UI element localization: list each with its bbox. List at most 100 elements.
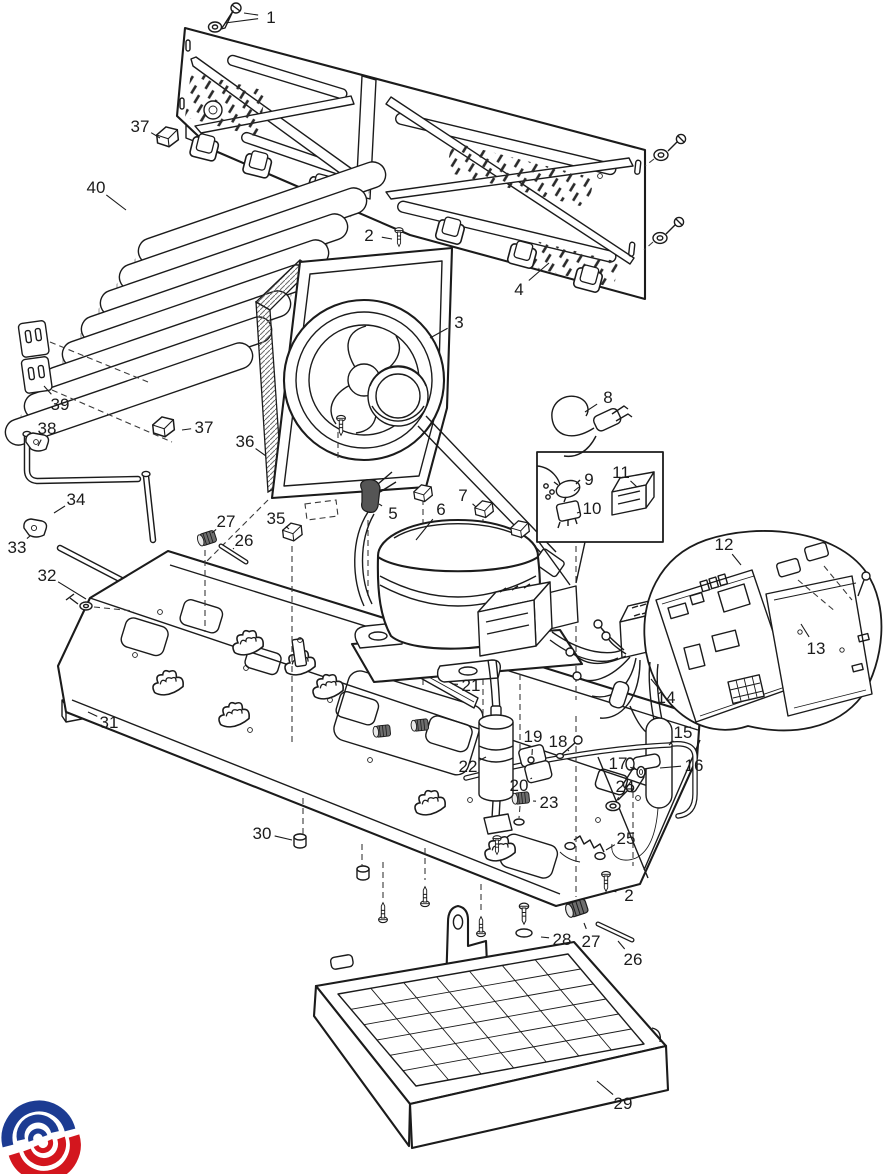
- callout-label-29: 29: [614, 1094, 633, 1113]
- callout-label-22: 22: [459, 757, 478, 776]
- starter-kit-inset: [536, 451, 664, 586]
- callout-label-6: 6: [436, 500, 445, 519]
- latch-25: [559, 835, 606, 863]
- callout-label-32: 32: [38, 566, 57, 585]
- balloon-clips: [776, 541, 853, 613]
- pcb-board: [655, 569, 793, 723]
- overload-9: [553, 479, 581, 503]
- pcb-connector-grid: [727, 674, 765, 705]
- pin-26: [595, 921, 635, 943]
- callout-label-5: 5: [388, 504, 397, 523]
- callout-label-27: 27: [582, 932, 601, 951]
- callout-leader-36: [255, 448, 267, 457]
- clip-37-top: [155, 125, 180, 149]
- callout-leader-8: [584, 403, 598, 413]
- mounting-screws: [378, 886, 486, 938]
- logo-arc-blue-outer: [1, 1100, 76, 1148]
- callout-leader-15: [668, 740, 674, 746]
- callout-leader-25: [605, 844, 616, 851]
- pan-grid-line: [389, 1013, 619, 1056]
- compressor-relay: [477, 581, 579, 657]
- callout-leader-17: [630, 766, 639, 771]
- callout-leader-9: [573, 486, 580, 492]
- relay-10: [555, 500, 582, 529]
- callout-label-20: 20: [510, 776, 529, 795]
- logo-arc-red-inner: [33, 1139, 54, 1154]
- callout-leader-1: [243, 12, 259, 16]
- callout-label-25: 25: [617, 829, 636, 848]
- callout-label-30: 30: [253, 824, 272, 843]
- brand-logo: [1, 1100, 81, 1174]
- callout-label-4: 4: [514, 280, 523, 299]
- callout-leader-1: [224, 18, 259, 24]
- callout-leader-4: [528, 262, 550, 281]
- callout-leader-27: [583, 922, 587, 930]
- power-cord: [551, 395, 633, 458]
- callout-leader-27: [211, 529, 217, 534]
- callout-label-31: 31: [100, 713, 119, 732]
- callout-label-1: 1: [266, 8, 275, 27]
- callout-leader-22: [479, 756, 487, 761]
- callout-leader-26: [617, 940, 626, 950]
- callout-leader-37: [150, 132, 161, 139]
- base-plate: [56, 549, 702, 943]
- logo-arc-red-mid: [23, 1136, 67, 1166]
- callout-leader-32: [57, 581, 87, 600]
- callout-label-21: 21: [462, 676, 481, 695]
- callout-leader-11: [630, 480, 638, 488]
- callout-leader-35: [285, 525, 290, 530]
- callout-leader-28: [540, 936, 550, 939]
- screw-18: [555, 735, 583, 760]
- callout-leader-40: [105, 194, 127, 211]
- callout-leader-39: [43, 385, 52, 395]
- clamp-20: [524, 760, 553, 784]
- pan-grid: [350, 959, 632, 1081]
- pan-grid-line: [350, 968, 581, 1010]
- callout-leader-38: [37, 439, 42, 447]
- grommet-23: [511, 791, 531, 826]
- callout-label-26: 26: [235, 531, 254, 550]
- callout-label-33: 33: [8, 538, 27, 557]
- fan-assembly: [171, 246, 565, 597]
- screw-28: [515, 902, 533, 938]
- evaporator-coil: [4, 161, 387, 446]
- callout-label-3: 3: [454, 313, 463, 332]
- grommets-30: [293, 833, 370, 881]
- callout-label-35: 35: [267, 509, 286, 528]
- pan-grid-line: [376, 998, 607, 1041]
- drain-pan: [312, 904, 670, 1150]
- back-panel: [175, 2, 687, 301]
- clamp-38: [25, 432, 50, 452]
- grommet-5: [354, 471, 397, 607]
- control-board-balloon: [643, 530, 883, 732]
- callout-leader-37: [181, 428, 192, 431]
- capacitor-22: [478, 705, 514, 855]
- callout-label-9: 9: [584, 470, 593, 489]
- callout-leader-16: [659, 765, 682, 769]
- callout-leader-18: [567, 749, 570, 752]
- mount-grommet: [372, 724, 392, 739]
- screw-2-top: [394, 227, 404, 247]
- cover-plate-13: [765, 571, 873, 717]
- callout-label-8: 8: [603, 388, 612, 407]
- callout-leader-30: [274, 835, 293, 841]
- callout-label-14: 14: [657, 688, 676, 707]
- callout-label-27: 27: [217, 512, 236, 531]
- callout-label-2: 2: [624, 886, 633, 905]
- callout-label-2: 2: [364, 226, 373, 245]
- callout-label-39: 39: [51, 395, 70, 414]
- callout-leader-26: [232, 547, 235, 550]
- logo-arc-blue-inner: [28, 1128, 48, 1142]
- callout-leader-10: [576, 511, 580, 514]
- clamp-33: [23, 518, 48, 538]
- callout-label-19: 19: [524, 727, 543, 746]
- callout-label-10: 10: [583, 499, 602, 518]
- callout-leader-2: [612, 890, 617, 893]
- callout-label-7: 7: [458, 486, 467, 505]
- drier-assembly: [611, 661, 698, 861]
- pan-grid-line: [402, 1028, 632, 1072]
- coil-end-plates: [17, 320, 173, 443]
